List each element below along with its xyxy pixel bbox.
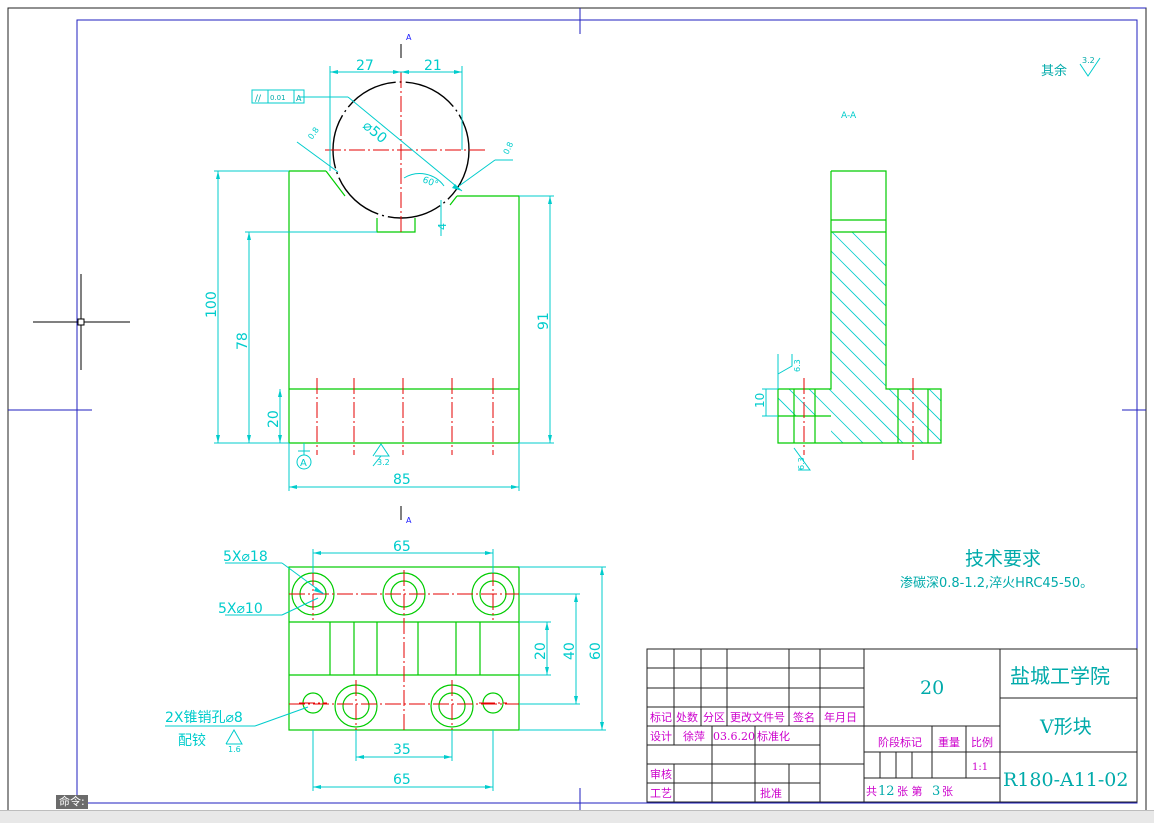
sheets-total: 12 <box>878 784 895 799</box>
stage-label: 阶段标记 <box>878 735 922 749</box>
surface-rest-label: 其余 <box>1041 63 1067 79</box>
dim-91: 91 <box>536 312 552 330</box>
dim-21: 21 <box>424 58 442 74</box>
dim-angle-60: 60° <box>421 175 439 190</box>
roughness-6-3-bottom: 6.3 <box>797 457 806 470</box>
section-view-label: A-A <box>841 111 857 121</box>
dim-60: 60 <box>588 642 604 660</box>
front-view-outline <box>288 170 520 444</box>
title-block[interactable]: 标记 处数 分区 更改文件号 签名 年月日 设计 徐萍 03.6.20 标准化 … <box>646 648 1138 803</box>
surface-finish-note: 其余 3.2 <box>1041 56 1101 79</box>
title-block-grid <box>646 648 1138 803</box>
section-texts: 10 6.3 6.3 A-A <box>753 111 857 470</box>
dim-35: 35 <box>393 742 411 758</box>
process-label: 工艺 <box>650 787 672 800</box>
crosshair-cursor <box>33 274 130 370</box>
section-centerlines <box>803 378 914 460</box>
tolerance-datum: A <box>296 94 302 103</box>
section-hatch <box>778 232 941 443</box>
holes-label-10: 5X⌀10 <box>218 601 263 617</box>
section-dimension-lines <box>762 354 811 471</box>
tolerance-value: 0.01 <box>270 94 286 102</box>
sheet-count: 共 12 张 第 3 张 <box>866 784 953 799</box>
tolerance-frame <box>251 89 305 104</box>
dim-65-bottom: 65 <box>393 772 411 788</box>
dim-100: 100 <box>204 291 220 318</box>
part-name: V形块 <box>1039 716 1092 738</box>
header-signature: 签名 <box>793 710 815 724</box>
dim-chamfer-right: 0.8 <box>502 141 516 156</box>
top-dimension-lines <box>165 549 606 791</box>
dim-40: 40 <box>562 642 578 660</box>
sheets-total-prefix: 共 <box>866 785 877 798</box>
section-view[interactable]: 10 6.3 6.3 A-A <box>753 111 1000 640</box>
school-name: 盐城工学院 <box>1010 664 1110 688</box>
front-centerlines <box>316 72 494 455</box>
sheets-mid: 张 第 <box>897 784 923 798</box>
dim-78: 78 <box>235 332 251 350</box>
sheets-suffix: 张 <box>942 785 953 798</box>
roughness-3-2: 3.2 <box>377 458 390 467</box>
front-dimension-lines <box>214 66 554 491</box>
header-date: 年月日 <box>824 710 857 724</box>
front-dimension-texts: 27 21 ⌀50 0.8 0.8 60° 4 100 78 20 91 85 … <box>204 58 552 488</box>
tolerance-symbol: // <box>255 94 262 104</box>
dim-chamfer-left: 0.8 <box>306 126 321 142</box>
section-marker-label-top: A <box>406 33 412 42</box>
design-date: 03.6.20 <box>713 730 755 743</box>
tech-requirements-text: 渗碳深0.8-1.2,淬火HRC45-50。 <box>900 576 1093 591</box>
pin-roughness: 1.6 <box>228 745 241 754</box>
dim-85: 85 <box>393 472 411 488</box>
status-bar <box>0 810 1154 823</box>
header-mark: 标记 <box>650 710 672 724</box>
datum-a-label: A <box>300 458 307 469</box>
dim-10: 10 <box>753 393 767 408</box>
dim-20: 20 <box>266 410 282 428</box>
standardization-label: 标准化 <box>757 729 790 743</box>
section-outline <box>777 170 942 444</box>
dim-diameter-50: ⌀50 <box>359 118 389 147</box>
dim-depth-4: 4 <box>436 223 449 230</box>
header-change-doc: 更改文件号 <box>730 710 785 724</box>
top-arrowheads <box>313 551 604 789</box>
outer-border <box>7 7 1147 815</box>
roughness-6-3-top: 6.3 <box>793 359 802 372</box>
command-line-prompt[interactable]: 命令: <box>56 795 88 809</box>
inner-frame <box>76 19 1138 804</box>
section-marker-label-bottom: A <box>406 516 412 525</box>
sheet-borders <box>7 7 1147 815</box>
front-view[interactable]: A A <box>204 33 554 525</box>
dim-27: 27 <box>356 58 374 74</box>
holes-label-18: 5X⌀18 <box>223 549 268 565</box>
drawing-number: R180-A11-02 <box>1003 769 1129 791</box>
front-arrowheads <box>216 70 552 489</box>
approve-label: 批准 <box>760 786 782 800</box>
surface-rest-value: 3.2 <box>1082 56 1095 65</box>
pin-hole-ream-label: 配铰 <box>178 733 206 749</box>
sheet-number: 3 <box>932 784 940 799</box>
title-block-labels: 标记 处数 分区 更改文件号 签名 年月日 设计 徐萍 03.6.20 标准化 … <box>650 710 993 800</box>
weight-label: 重量 <box>938 735 960 749</box>
pin-hole-label: 2X锥销孔⌀8 <box>165 710 243 726</box>
scale-label: 比例 <box>971 735 993 749</box>
dim-20-top: 20 <box>533 642 549 660</box>
designer-name: 徐萍 <box>683 729 705 743</box>
design-label: 设计 <box>650 730 672 743</box>
header-zone: 分区 <box>703 711 725 724</box>
review-label: 审核 <box>650 767 672 781</box>
quantity-value: 20 <box>920 677 944 699</box>
top-centerlines <box>289 570 519 732</box>
tech-requirements-title: 技术要求 <box>965 548 1041 570</box>
scale-value: 1:1 <box>972 762 988 773</box>
top-view[interactable]: 65 5X⌀18 5X⌀10 20 40 60 35 65 2X锥销孔⌀8 配铰… <box>165 539 606 791</box>
header-count: 处数 <box>676 711 698 724</box>
dim-65-top: 65 <box>393 539 411 555</box>
top-dimension-texts: 65 5X⌀18 5X⌀10 20 40 60 35 65 2X锥销孔⌀8 配铰… <box>165 539 604 788</box>
